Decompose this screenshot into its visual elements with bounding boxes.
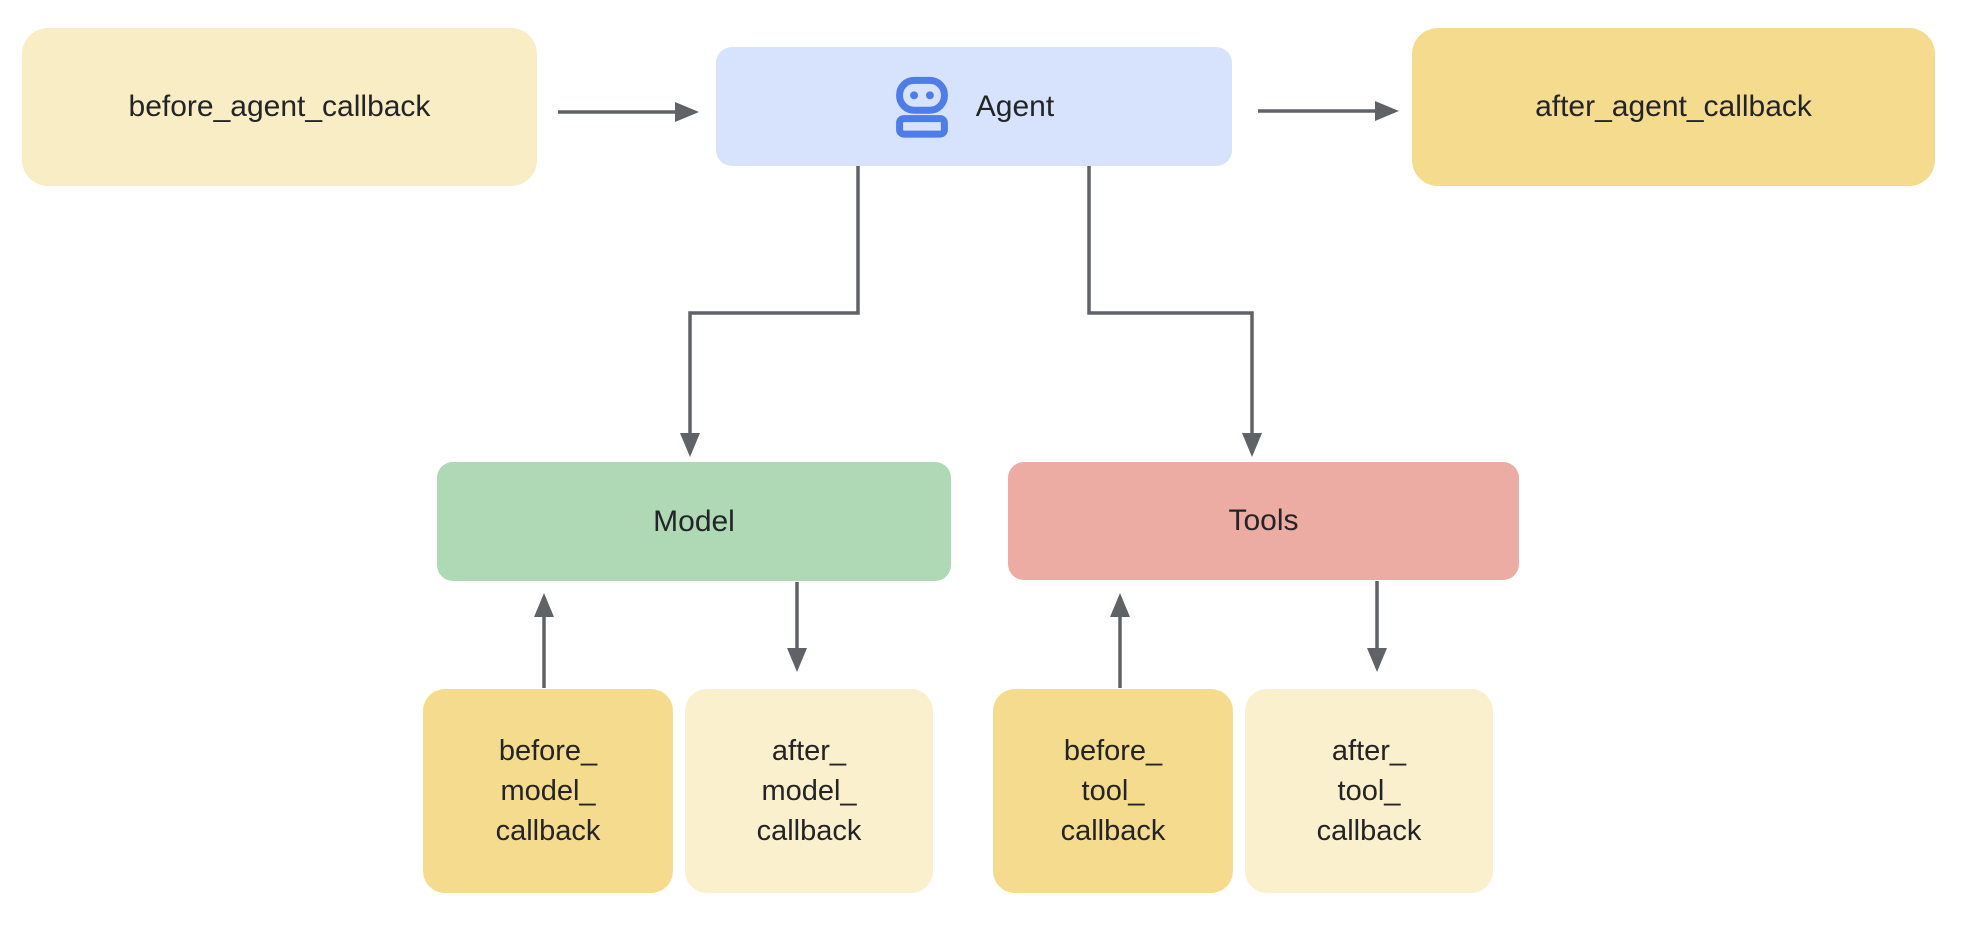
node-label: after_agent_callback [1535,90,1812,124]
node-after-model-callback: after_ model_ callback [685,689,933,893]
node-label: Model [653,504,735,538]
node-label: after_ model_ callback [756,734,862,847]
node-agent: Agent [716,47,1232,166]
node-before-agent-callback: before_agent_callback [22,28,537,186]
arrow-agent-to-tools [1087,166,1262,457]
arrow-agent-to-model [680,166,860,457]
node-label: before_ tool_ callback [1060,734,1166,847]
node-label: Tools [1228,504,1299,538]
node-label: after_ tool_ callback [1316,734,1422,847]
node-model: Model [437,462,951,581]
node-before-model-callback: before_ model_ callback [423,689,673,893]
node-label: before_agent_callback [128,90,431,124]
node-after-agent-callback: after_agent_callback [1412,28,1935,186]
node-after-tool-callback: after_ tool_ callback [1245,689,1493,893]
node-before-tool-callback: before_ tool_ callback [993,689,1233,893]
node-tools: Tools [1008,462,1519,580]
robot-icon [894,75,950,139]
node-label: Agent [975,89,1055,123]
node-label: before_ model_ callback [495,734,601,847]
